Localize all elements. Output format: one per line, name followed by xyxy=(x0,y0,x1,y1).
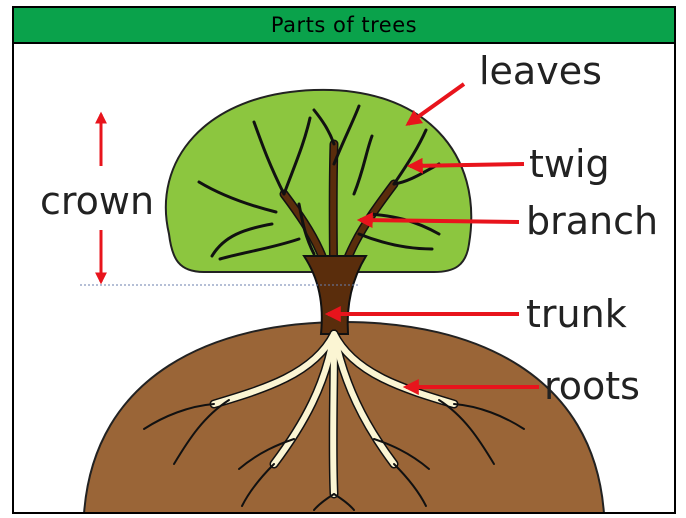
label-twig: twig xyxy=(529,142,610,186)
label-leaves: leaves xyxy=(479,49,602,93)
twig-arrow xyxy=(410,164,524,166)
diagram-title: Parts of trees xyxy=(271,13,417,37)
branch-arrow xyxy=(360,220,519,222)
label-roots: roots xyxy=(544,364,640,408)
leaves-arrow xyxy=(408,84,464,124)
tree-diagram: leaves twig crown branch trunk roots xyxy=(14,44,674,512)
label-crown: crown xyxy=(40,179,154,223)
label-branch: branch xyxy=(526,199,658,243)
label-trunk: trunk xyxy=(526,292,627,336)
title-bar: Parts of trees xyxy=(14,8,674,44)
diagram-frame: Parts of trees xyxy=(12,6,676,514)
